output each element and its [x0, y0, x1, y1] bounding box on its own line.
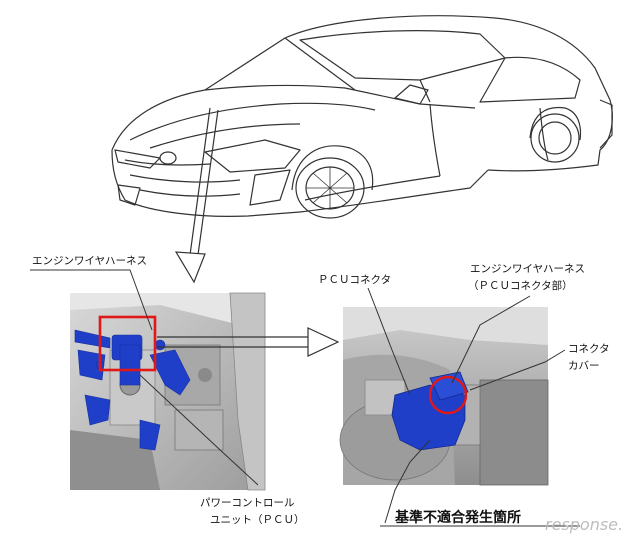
pointer-arrow-down — [174, 107, 219, 284]
label-connector-cover-line2: カバー — [568, 360, 600, 372]
label-power-control-unit-line1: パワーコントロール — [200, 497, 295, 509]
pcu-connector-photo — [339, 307, 549, 486]
highlight-circle-red — [428, 375, 468, 415]
label-pcu-connector: ＰＣＵコネクタ — [318, 274, 392, 286]
label-engine-harness-pcu-line1: エンジンワイヤハーネス — [470, 263, 585, 275]
label-engine-wire-harness: エンジンワイヤハーネス — [32, 255, 147, 267]
leader-lines — [30, 269, 580, 527]
watermark-logo: response. — [545, 515, 624, 534]
label-nonconformity-location: 基準不適合発生箇所 — [395, 510, 521, 526]
label-engine-harness-pcu-line2: （ＰＣＵコネクタ部） — [468, 280, 573, 292]
pointer-arrow-right — [157, 327, 340, 357]
label-connector-cover-line1: コネクタ — [568, 343, 610, 355]
highlight-box-red — [98, 315, 157, 372]
label-power-control-unit-line2: ユニット（ＰＣＵ） — [210, 514, 305, 526]
car-illustration — [111, 15, 613, 219]
engine-bay-photo — [70, 292, 266, 491]
